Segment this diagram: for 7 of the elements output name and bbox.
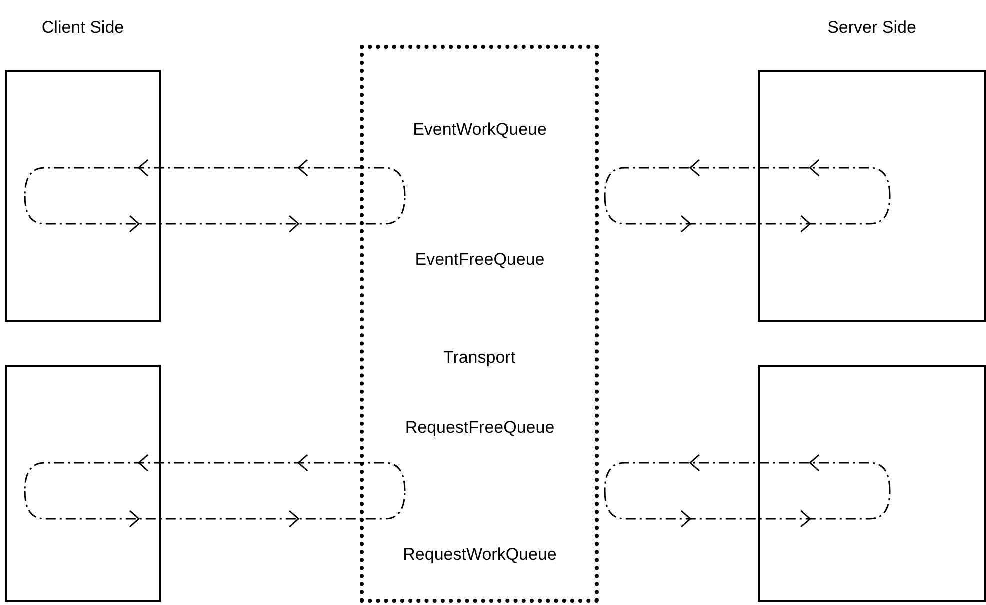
queue-label: RequestWorkQueue bbox=[403, 545, 557, 565]
side-heading: Server Side bbox=[827, 18, 917, 38]
queue-label: RequestFreeQueue bbox=[405, 418, 555, 438]
queue-label: EventFreeQueue bbox=[415, 250, 545, 270]
region-label: Transport bbox=[443, 348, 516, 368]
queue-label: EventWorkQueue bbox=[413, 120, 547, 140]
side-heading: Client Side bbox=[40, 18, 126, 38]
